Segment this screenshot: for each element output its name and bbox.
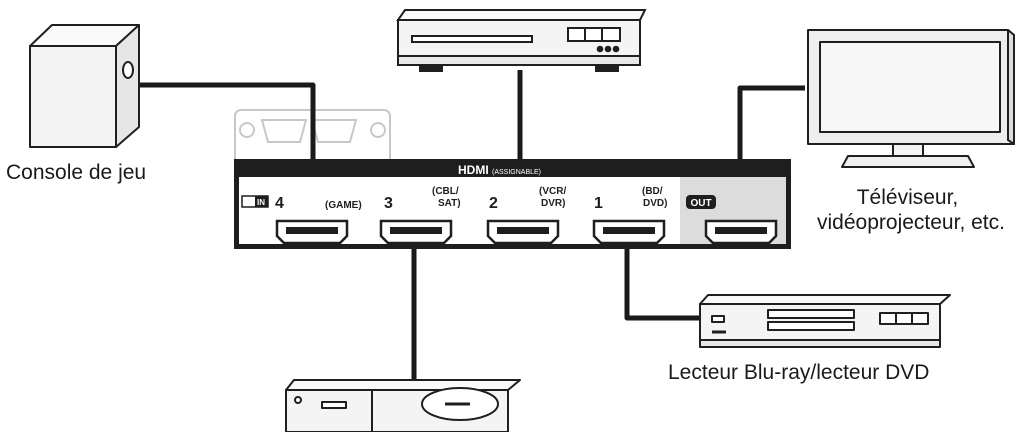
hdmi-port-1 bbox=[592, 219, 666, 245]
input-tag-bd-dvd-1: (BD/ bbox=[642, 186, 663, 197]
hdmi-port-out bbox=[704, 219, 778, 245]
input-tag-vcr-dvr-2: DVR) bbox=[541, 198, 565, 209]
bluray-device bbox=[699, 294, 951, 348]
hdmi-port-4 bbox=[275, 219, 349, 245]
bluray-label: Lecteur Blu-ray/lecteur DVD bbox=[668, 361, 930, 384]
input-tag-game: (GAME) bbox=[325, 200, 362, 211]
input-tag-cbl-sat-2: SAT) bbox=[438, 198, 461, 209]
input-tag-bd-dvd-2: DVD) bbox=[643, 198, 667, 209]
input-number-4: 4 bbox=[275, 195, 284, 212]
hdmi-port-3 bbox=[379, 219, 453, 245]
game-console-label: Console de jeu bbox=[6, 161, 147, 184]
hdmi-port-2 bbox=[486, 219, 560, 245]
input-number-2: 2 bbox=[489, 195, 498, 212]
tv-device bbox=[807, 29, 1015, 168]
cable-bluray bbox=[624, 245, 705, 321]
top-device bbox=[396, 9, 647, 72]
game-console-device bbox=[29, 24, 140, 148]
hdmi-title: HDMI bbox=[458, 163, 489, 177]
input-number-3: 3 bbox=[384, 195, 393, 212]
tv-label-line1: Téléviseur, bbox=[856, 186, 959, 209]
input-number-1: 1 bbox=[594, 195, 603, 212]
rear-panel: HDMI (ASSIGNABLE) IN 4 3 2 1 (GAME) (CBL… bbox=[234, 159, 791, 249]
input-tag-vcr-dvr-1: (VCR/ bbox=[539, 186, 566, 197]
input-tag-cbl-sat-1: (CBL/ bbox=[432, 186, 459, 197]
out-label: OUT bbox=[690, 198, 711, 209]
tv-label-line2: vidéoprojecteur, etc. bbox=[817, 211, 1005, 234]
in-indicator-label: IN bbox=[257, 198, 265, 207]
hdmi-subtitle: (ASSIGNABLE) bbox=[492, 169, 541, 176]
set-top-box-device bbox=[285, 379, 521, 433]
